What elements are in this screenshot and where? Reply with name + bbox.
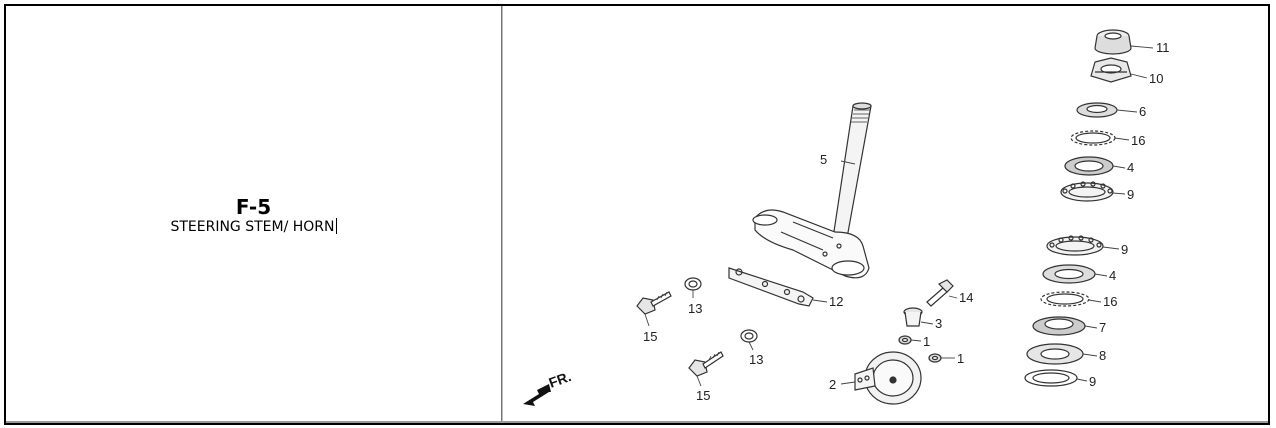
section-title-block: F-5 STEERING STEM/ HORN [6,196,501,236]
part-1-nut-right [928,353,942,363]
callout-15: 15 [643,329,657,344]
parts-table-row: F-5 STEERING STEM/ HORN [4,4,1270,425]
part-11-top-nut-cap [1094,29,1132,55]
callout-13: 13 [688,301,702,316]
part-13-washer-lower [740,329,758,343]
exploded-parts-diagram: FR. 11 10 6 16 4 9 5 9 4 16 7 8 9 12 13 … [523,29,1170,406]
part-1-nut-left [898,335,912,345]
callout-15b: 15 [696,388,710,403]
section-cell: F-5 STEERING STEM/ HORN [6,6,502,423]
part-8-dust-seal [1026,343,1084,365]
callout-9: 9 [1127,187,1134,202]
part-14-bolt [926,279,954,307]
front-direction-arrow [523,384,551,406]
part-5-steering-stem [832,102,872,239]
part-9-washer [1024,369,1078,387]
front-direction-label: FR. [547,368,574,391]
callout-7: 7 [1099,320,1106,335]
part-10-lock-nut [1090,57,1132,83]
section-title: STEERING STEM/ HORN [170,219,335,235]
callout-4b: 4 [1109,268,1116,283]
callout-6: 6 [1139,104,1146,119]
part-5-triple-clamp [752,209,870,279]
callout-3: 3 [935,316,942,331]
callout-10: 10 [1149,71,1163,86]
callout-5: 5 [820,152,827,167]
part-12-horn-bracket [728,267,814,307]
callout-2: 2 [829,377,836,392]
part-4-race-upper [1064,156,1114,176]
text-cursor [335,218,337,234]
callout-16: 16 [1131,133,1145,148]
part-15-flange-bolt-lower [688,351,724,377]
table-divider [6,421,1268,423]
part-9-ball-bearing-lower [1046,235,1104,256]
part-9-ball-bearing-upper [1060,181,1114,202]
callout-13b: 13 [749,352,763,367]
diagram-cell: FR. 11 10 6 16 4 9 5 9 4 16 7 8 9 12 13 … [502,6,1268,423]
callout-9c: 9 [1089,374,1096,389]
part-16-ring-lower [1040,291,1090,307]
callout-labels: 11 10 6 16 4 9 5 9 4 16 7 8 9 12 13 14 3… [643,40,1170,403]
callout-4: 4 [1127,160,1134,175]
callout-8: 8 [1099,348,1106,363]
part-3-collar [903,307,923,327]
callout-leaders [644,45,1154,387]
section-code: F-5 [235,195,272,219]
callout-16b: 16 [1103,294,1117,309]
part-6-cone-race [1076,102,1118,118]
callout-1b: 1 [957,351,964,366]
part-16-ring-upper [1070,130,1116,146]
callout-12: 12 [829,294,843,309]
callout-9b: 9 [1121,242,1128,257]
callout-11: 11 [1156,40,1170,55]
part-4-race-lower [1042,264,1096,284]
part-2-horn [854,351,922,405]
callout-14: 14 [959,290,973,305]
callout-1: 1 [923,334,930,349]
part-7-cone-race [1032,316,1086,336]
part-13-washer-upper [684,277,702,291]
part-15-flange-bolt-upper [636,291,672,315]
